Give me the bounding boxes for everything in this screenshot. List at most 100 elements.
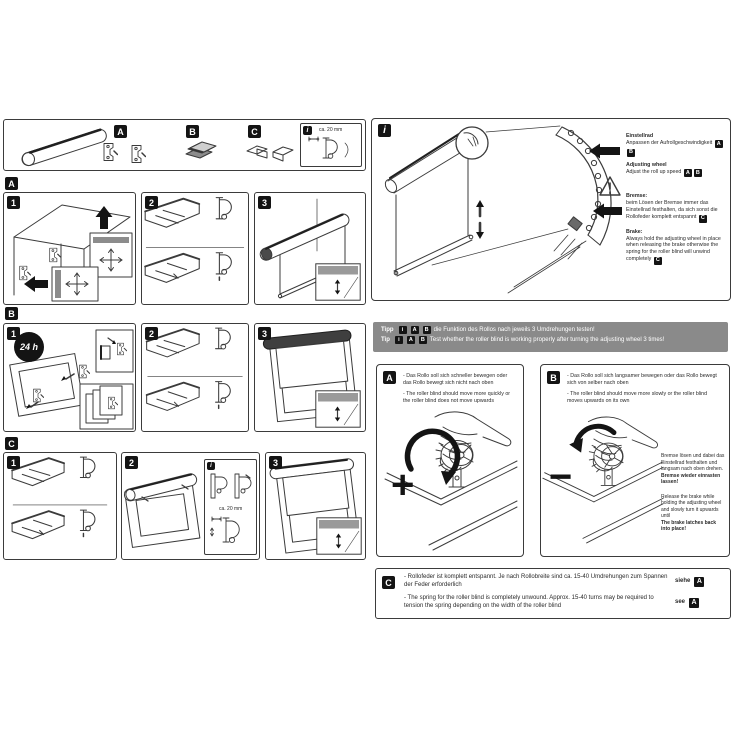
adjusting-wheel-info-panel: i	[371, 118, 731, 301]
counterclockwise-arrow-icon	[569, 423, 617, 453]
wall-plate-inset	[51, 266, 99, 302]
step-c3: 3	[265, 452, 366, 560]
shade-direction-inset	[316, 517, 362, 555]
clamp-detail-inset: i ca. 20 mm	[204, 459, 257, 555]
brake-de-text: beim Lösen der Bremse immer das Einstell…	[626, 200, 718, 223]
part-label-c: C	[248, 125, 261, 138]
section-b-label: B	[5, 307, 18, 320]
part-label-b: B	[186, 125, 199, 138]
bracket-plate-inset	[95, 329, 134, 373]
ceiling-plate-inset	[89, 232, 133, 278]
ref-badge-b: B	[693, 169, 702, 178]
adjust-en-title: Adjusting wheel	[626, 162, 667, 169]
step-b2: 2	[141, 323, 249, 432]
tip-line-de: Tipp i A B die Funktion des Rollos nach …	[373, 322, 728, 334]
brake-en-text: Always hold the adjusting wheel in place…	[626, 235, 721, 265]
part-b-plates	[185, 141, 217, 159]
clockwise-arrow-icon	[404, 428, 461, 485]
speed-up-panel: A - Das Rollo soll sich schneller bewege…	[376, 364, 524, 557]
see-label-en: see	[675, 598, 686, 605]
plus-sign: +	[391, 463, 415, 507]
brake-release-en: Release the brake while holding the adju…	[661, 493, 722, 520]
brake-release-en-bold: The brake latches back into place!	[661, 519, 717, 533]
ref-badge-a: A	[406, 336, 415, 344]
panel-c-de-text: - Rollofeder ist komplett entspannt. Je …	[404, 574, 668, 588]
panel-b-brake-text: Bremse lösen und dabei das Einstellrad f…	[661, 453, 725, 533]
step-c1: 1	[3, 452, 117, 560]
bracket-attach-illustration	[145, 327, 244, 412]
section-c-label: C	[5, 437, 18, 450]
ceiling-wall-mount-illustration	[13, 204, 133, 302]
tip-bar: Tipp i A B die Funktion des Rollos nach …	[373, 322, 728, 352]
layered-plates-inset	[79, 383, 134, 430]
bracket-attach-illustration	[144, 196, 245, 284]
ref-badge-a: A	[689, 597, 700, 608]
parts-info-box: i ca. 20 mm	[300, 123, 362, 167]
tip-en-label: Tip	[381, 337, 390, 343]
tip-line-en: Tip i A B Test whether the roller blind …	[373, 334, 728, 344]
step-a1: 1	[3, 192, 136, 305]
up-arrow-icon	[95, 206, 113, 229]
step-b1: 1 24 h	[3, 323, 136, 432]
step-number: 2	[145, 196, 158, 209]
adjust-de-title: Einstellrad	[626, 133, 654, 139]
brake-release-de-bold: Bremse wieder einrasten lassen!	[661, 472, 721, 486]
shade-direction-inset	[315, 390, 361, 428]
roller-tube-icon	[21, 128, 107, 167]
panel-a-label: A	[383, 371, 396, 384]
wait-24h-badge: 24 h	[14, 332, 44, 362]
double-arrow-icon	[476, 200, 484, 239]
step-number: 1	[7, 456, 20, 469]
panel-a-en-text: - The roller blind should move more quic…	[403, 391, 511, 404]
tip-de-text: die Funktion des Rollos nach jeweils 3 U…	[433, 327, 595, 333]
tip-en-text: Test whether the roller blind is working…	[429, 337, 665, 343]
ref-badge-b: B	[418, 336, 427, 344]
ref-badge-i: i	[398, 326, 407, 334]
step-number: 3	[258, 327, 271, 340]
measure-label: ca. 20 mm	[219, 506, 243, 512]
step-c2: 2 i ca. 20 mm	[121, 452, 260, 560]
adjust-de-text: Anpassen der Aufrollgeschwindigkeit AB	[626, 140, 726, 158]
ref-badge-c: C	[653, 256, 662, 265]
tip-de-label: Tipp	[381, 327, 394, 333]
brake-en-title: Brake:	[626, 228, 643, 235]
clamp-profiles-icon	[210, 473, 252, 499]
part-label-a: A	[114, 125, 127, 138]
info-icon: i	[303, 126, 312, 135]
panel-c-en-text: - The spring for the roller blind is com…	[404, 595, 654, 609]
part-c-clamps	[246, 145, 294, 162]
bracket-distance-icon	[308, 136, 349, 159]
ref-badge-a: A	[683, 169, 692, 178]
panel-b-en-text: - The roller blind should move more slow…	[567, 391, 708, 404]
step-number: 1	[7, 196, 20, 209]
brake-detail	[507, 216, 587, 294]
parts-overview-panel: A B C i ca. 20 mm	[3, 119, 366, 171]
panel-c-en-row: - The spring for the roller blind is com…	[404, 595, 726, 610]
step-a2: 2	[141, 192, 249, 305]
bracket-distance-icon	[210, 516, 240, 544]
left-arrow-icon	[24, 276, 48, 292]
step-number: 3	[269, 456, 282, 469]
info-icon: i	[207, 462, 215, 470]
minus-sign: −	[549, 455, 573, 499]
slow-down-panel: B - Das Rollo soll sich langsamer bewege…	[540, 364, 730, 557]
shade-direction-inset	[315, 263, 361, 301]
panel-b-label: B	[547, 371, 560, 384]
arrow-to-brake-icon	[593, 203, 622, 219]
spring-unwound-panel: C - Rollofeder ist komplett entspannt. J…	[375, 568, 731, 619]
panel-a-de-text: - Das Rollo soll sich schneller bewegen …	[403, 373, 508, 386]
wheel-rim-arc	[555, 126, 612, 246]
clamp-on-frame-illustration	[123, 473, 201, 548]
ref-badge-i: i	[394, 336, 403, 344]
ref-badge-a: A	[410, 326, 419, 334]
parts-illustration	[21, 128, 294, 167]
measure-label: ca. 20 mm	[319, 127, 343, 133]
ref-badge-a: A	[694, 576, 705, 587]
info-text-block: Einstellrad Anpassen der Aufrollgeschwin…	[626, 133, 726, 265]
step-number: 2	[145, 327, 158, 340]
ref-badge-b: B	[422, 326, 431, 334]
adhesive-mount-illustration	[9, 329, 134, 430]
step-b3: 3	[254, 323, 366, 432]
panel-c-content: - Rollofeder ist komplett entspannt. Je …	[404, 574, 726, 610]
